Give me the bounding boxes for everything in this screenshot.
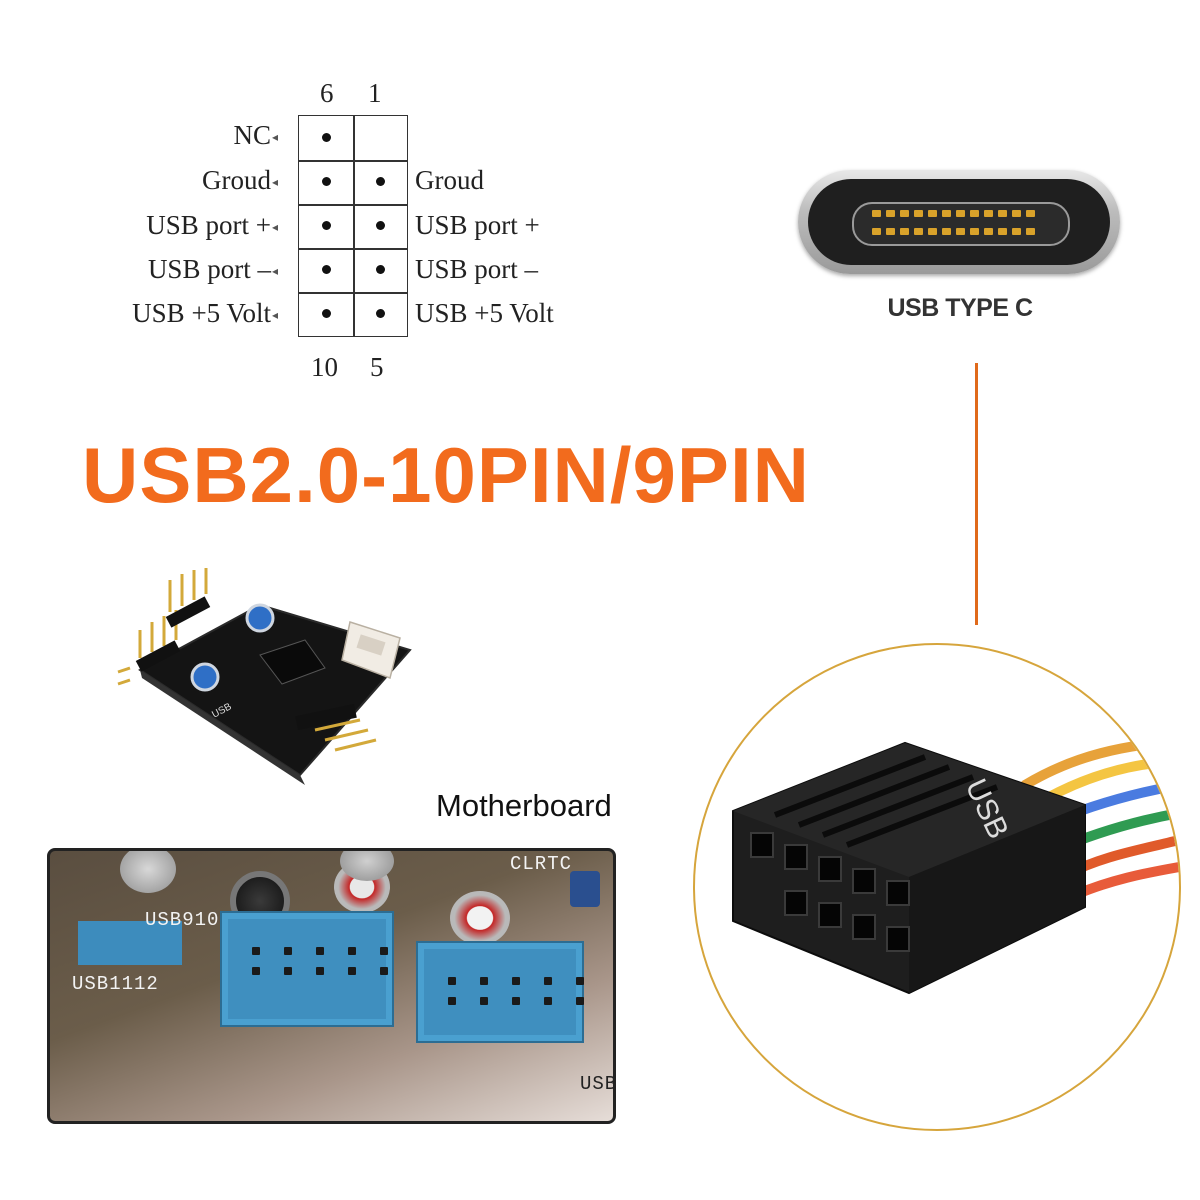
pin-4-dot (376, 265, 385, 274)
pin-label-right-4: USB +5 Volt (415, 298, 554, 328)
pin-label-right-3: USB port – (415, 254, 539, 284)
pin-label-left-1: NC◂ (233, 120, 278, 150)
pin-8-dot (322, 221, 331, 230)
label-usb1112: USB1112 (72, 973, 159, 995)
pin-9-dot (322, 265, 331, 274)
connector-zoom-circle: USB (693, 643, 1181, 1131)
usb910-header (78, 921, 182, 965)
label-clrtc: CLRTC (510, 853, 573, 875)
label-usb-edge: USB (580, 1073, 616, 1095)
pin-grid (298, 115, 408, 337)
pin-number-bottom-right: 5 (370, 352, 384, 382)
pin-label-left-4: USB port –◂ (147, 254, 278, 284)
usb-hub-board-image: USB (110, 560, 440, 790)
usb-type-c-label: USB TYPE C (887, 294, 1033, 322)
pin-10-dot (322, 309, 331, 318)
pin-label-left-5: USB +5 Volt◂ (132, 298, 278, 328)
label-usb910: USB910 (145, 909, 220, 931)
pin-5-dot (376, 309, 385, 318)
motherboard-photo: USB910 USB1112 CLRTC USB (47, 848, 616, 1124)
pin-number-top-left: 6 (320, 78, 334, 108)
pin-label-left-2: Groud◂ (201, 165, 278, 195)
pin-2-dot (376, 177, 385, 186)
pin-label-left-3: USB port +◂ (146, 210, 278, 240)
usb-header-right (416, 941, 584, 1043)
pin-7-dot (322, 177, 331, 186)
pin-number-top-right: 1 (368, 78, 382, 108)
usb-header-left (220, 911, 394, 1027)
pin-label-right-2: USB port + (415, 210, 540, 240)
pinout-diagram: 6 1 NC◂ Groud◂ USB port +◂ USB port –◂ U… (0, 0, 700, 400)
pin-label-right-1: Groud (415, 165, 484, 195)
pin-3-dot (376, 221, 385, 230)
pin-6-dot (322, 133, 331, 142)
motherboard-caption: Motherboard (436, 788, 612, 823)
connector-divider-line (975, 363, 978, 625)
usb-type-c-port-icon (798, 170, 1120, 274)
main-title: USB2.0-10PIN/9PIN (82, 431, 810, 519)
pin-number-bottom-left: 10 (311, 352, 338, 382)
